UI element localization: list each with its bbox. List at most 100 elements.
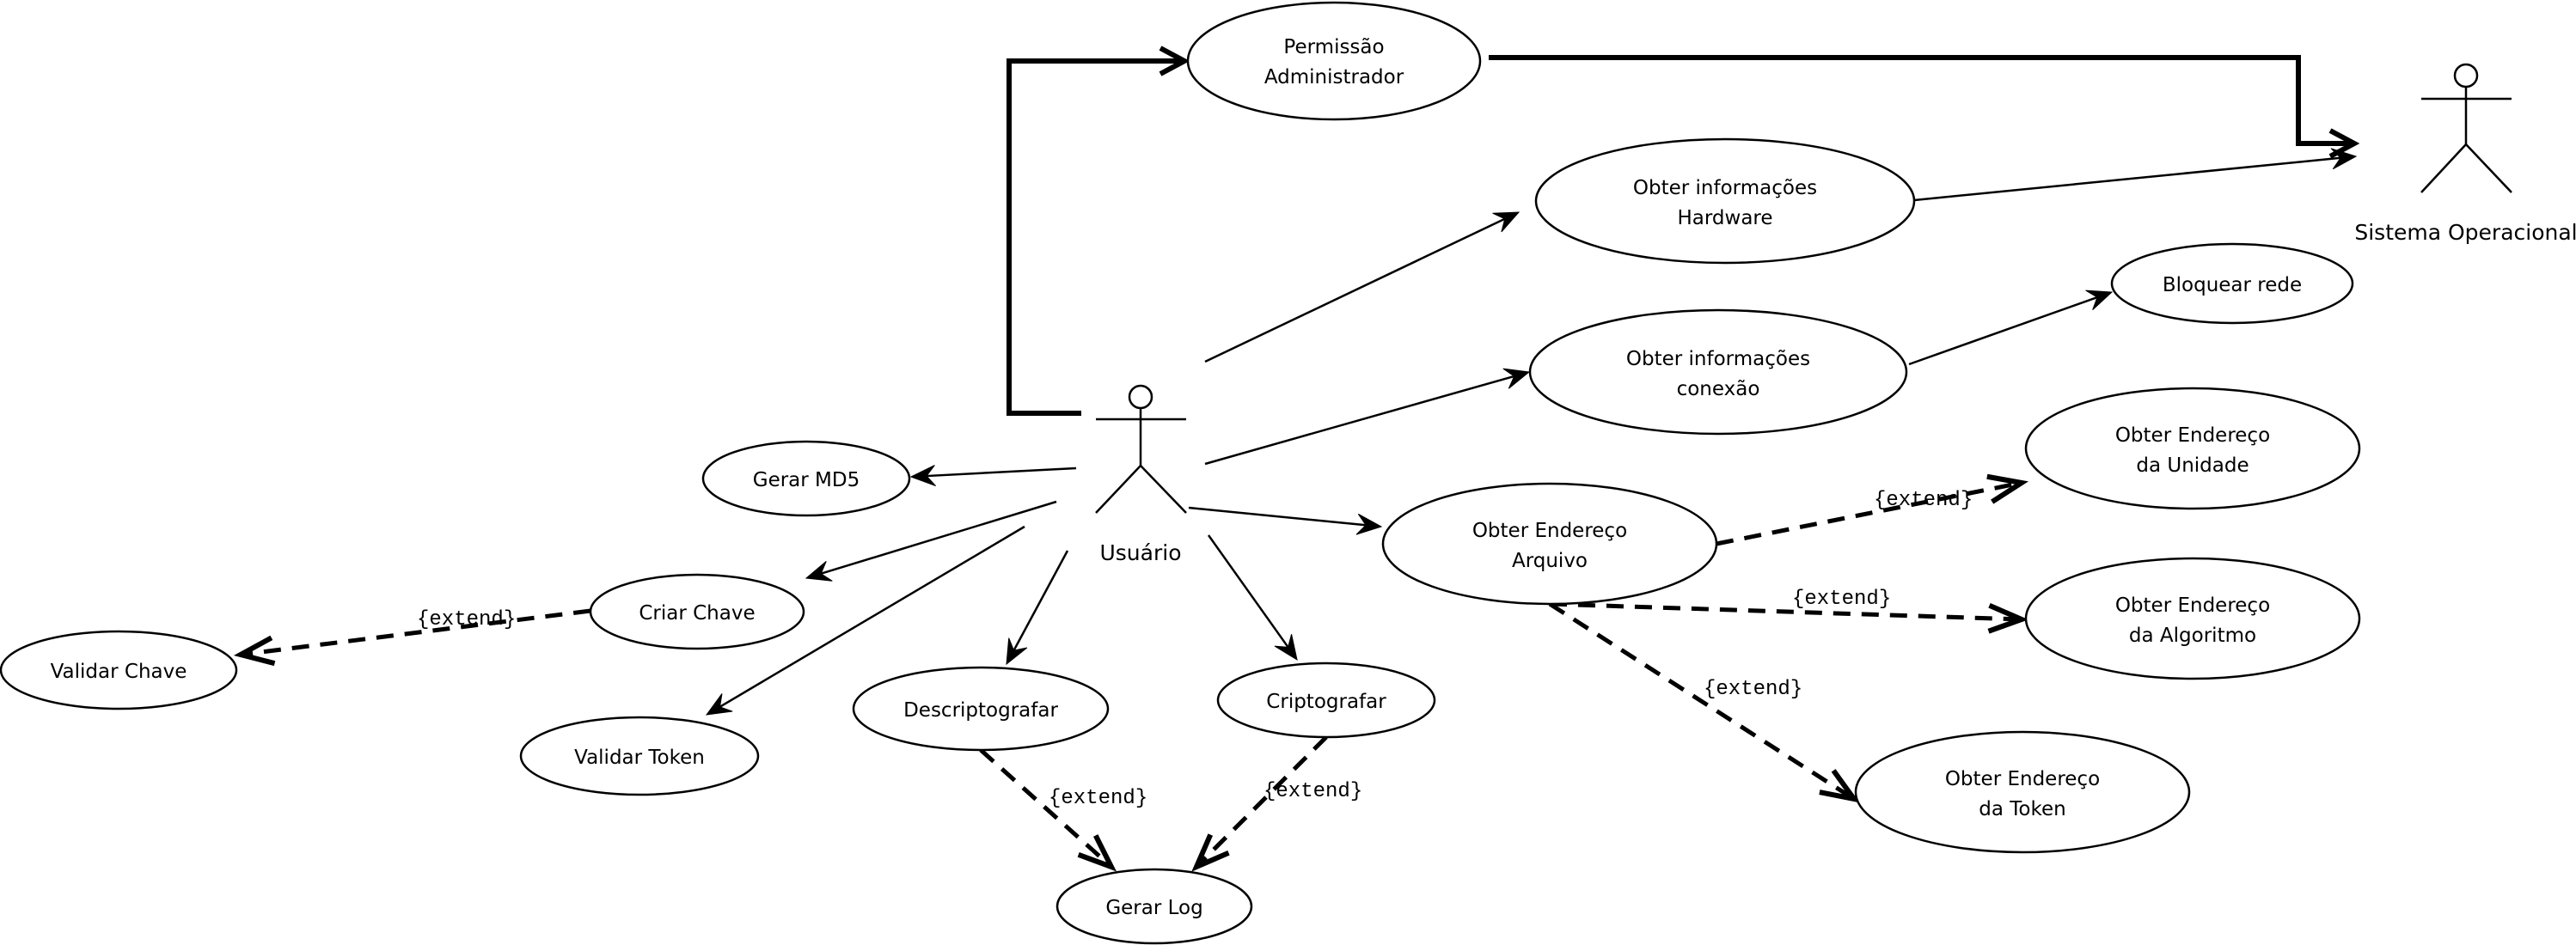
use-case-token[interactable]: Obter Endereço da Token [1854, 730, 2191, 854]
use-case-label: Descriptografar [903, 699, 1058, 722]
arrowhead-icon [909, 465, 936, 486]
use-case-label: Obter Endereço [1945, 768, 2100, 790]
open-arrowhead-icon [1986, 473, 2029, 504]
association-line [1013, 550, 1069, 651]
open-arrowhead-icon [233, 635, 276, 667]
use-case-algoritmo[interactable]: Obter Endereço da Algoritmo [2024, 557, 2361, 680]
extend-line [1716, 480, 2022, 546]
use-case-label: Hardware [1677, 207, 1772, 229]
extend-label: {extend} [1049, 787, 1147, 810]
association-usuario-arquivo [1188, 506, 1383, 535]
open-arrowhead-icon [1077, 834, 1117, 872]
use-case-label: da Unidade [2136, 454, 2249, 477]
use-case-validar-token[interactable]: Validar Token [519, 716, 760, 796]
extend-label: {extend} [417, 608, 516, 631]
extend-label: {extend} [1792, 588, 1891, 611]
extend-arquivo-token: {extend} [1548, 601, 1860, 803]
use-case-label: Obter Endereço [2115, 424, 2270, 447]
extend-label: {extend} [1704, 678, 1802, 701]
actor-label: Usuário [1099, 540, 1181, 565]
extend-label: {extend} [1264, 780, 1362, 803]
arrowhead-icon [1006, 637, 1028, 666]
use-case-label: Criptografar [1266, 691, 1386, 713]
arrowhead-icon [2085, 290, 2114, 311]
use-case-label: Administrador [1264, 66, 1404, 88]
extend-line [979, 748, 1113, 869]
extend-line [240, 608, 591, 657]
association-hardware-sistema [1913, 148, 2358, 202]
use-case-label: da Token [1979, 798, 2065, 820]
stick-figure-icon [1095, 384, 1187, 514]
extend-arquivo-unidade: {extend} [1716, 473, 2029, 546]
extend-line [1549, 601, 2022, 622]
extend-descriptografar-gerar-log: {extend} [979, 748, 1147, 872]
use-case-label: Gerar MD5 [753, 469, 860, 491]
use-case-label: Validar Token [574, 747, 705, 769]
association-line [1207, 534, 1289, 649]
use-case-criar-chave[interactable]: Criar Chave [589, 573, 805, 650]
use-case-label: da Algoritmo [2129, 625, 2256, 647]
association-permissao-sistema [1489, 55, 2360, 159]
association-line [926, 466, 1077, 478]
use-case-gerar-log[interactable]: Gerar Log [1055, 868, 1253, 945]
use-case-label: Obter informações [1633, 177, 1817, 199]
association-usuario-descriptografar [1006, 550, 1069, 666]
use-case-label: Obter Endereço [2115, 594, 2270, 617]
use-case-label: Validar Chave [51, 661, 187, 683]
actor-label: Sistema Operacional [2354, 220, 2576, 245]
arrowhead-icon [1502, 368, 1531, 389]
use-case-arquivo[interactable]: Obter Endereço Arquivo [1381, 482, 1718, 606]
association-usuario-gerar-md5 [909, 465, 1077, 486]
association-line [1204, 217, 1506, 363]
use-case-label: Permissão [1283, 36, 1384, 58]
use-case-hardware[interactable]: Obter informações Hardware [1534, 137, 1916, 265]
extend-criptografar-gerar-log: {extend} [1191, 735, 1362, 872]
use-case-gerar-md5[interactable]: Gerar MD5 [701, 440, 911, 517]
association-usuario-validar-token [705, 525, 1025, 716]
association-conexao-bloquear [1908, 290, 2114, 366]
use-case-permissao[interactable]: Permissão Administrador [1186, 1, 1482, 121]
association-usuario-conexao [1204, 368, 1531, 466]
use-case-label: Gerar Log [1105, 897, 1202, 919]
association-usuario-criar-chave [805, 500, 1057, 582]
extend-relations: {extend} {extend} {extend} {extend} {extend}… [233, 473, 2029, 872]
use-case-label: Arquivo [1512, 550, 1588, 572]
arrowhead-icon [805, 560, 833, 582]
association-line [719, 525, 1025, 708]
solid-associations [705, 148, 2358, 716]
association-line [1204, 375, 1515, 466]
use-case-bloquear[interactable]: Bloquear rede [2110, 242, 2354, 325]
use-case-criptografar[interactable]: Criptografar [1216, 662, 1436, 739]
association-usuario-hardware [1204, 211, 1521, 363]
arrowhead-icon [705, 693, 733, 716]
arrowhead-icon [1355, 513, 1383, 535]
association-usuario-criptografar [1207, 534, 1298, 662]
association-line [1913, 156, 2341, 202]
association-usuario-permissao [1007, 46, 1190, 416]
arrowhead-icon [1274, 634, 1298, 662]
use-case-unidade[interactable]: Obter Endereço da Unidade [2024, 387, 2361, 510]
use-case-descriptografar[interactable]: Descriptografar [852, 666, 1110, 752]
extend-line [1548, 601, 1856, 802]
use-case-label: Obter Endereço [1472, 520, 1627, 542]
arrowhead-icon [1492, 211, 1521, 233]
use-case-label: Obter informações [1626, 348, 1810, 370]
open-arrowhead-icon [1987, 603, 2029, 634]
stick-figure-icon [2420, 63, 2512, 193]
use-case-label: Bloquear rede [2163, 274, 2302, 296]
actor-sistema-operacional[interactable]: Sistema Operacional [2354, 63, 2576, 245]
association-line [820, 500, 1057, 575]
use-case-label: Criar Chave [639, 602, 755, 625]
extend-line [1195, 735, 1328, 869]
extend-arquivo-algoritmo: {extend} [1549, 588, 2029, 634]
use-case-conexao[interactable]: Obter informações conexão [1528, 308, 1908, 436]
association-line [1188, 506, 1367, 527]
association-line [1908, 296, 2098, 366]
open-arrowhead-icon [1819, 769, 1860, 803]
extend-label: {extend} [1874, 489, 1973, 512]
actor-usuario[interactable]: Usuário [1095, 384, 1187, 565]
extend-criar-chave-validar-chave: {extend} [233, 608, 591, 667]
use-case-validar-chave[interactable]: Validar Chave [0, 630, 238, 710]
open-arrowhead-icon [1191, 833, 1230, 872]
